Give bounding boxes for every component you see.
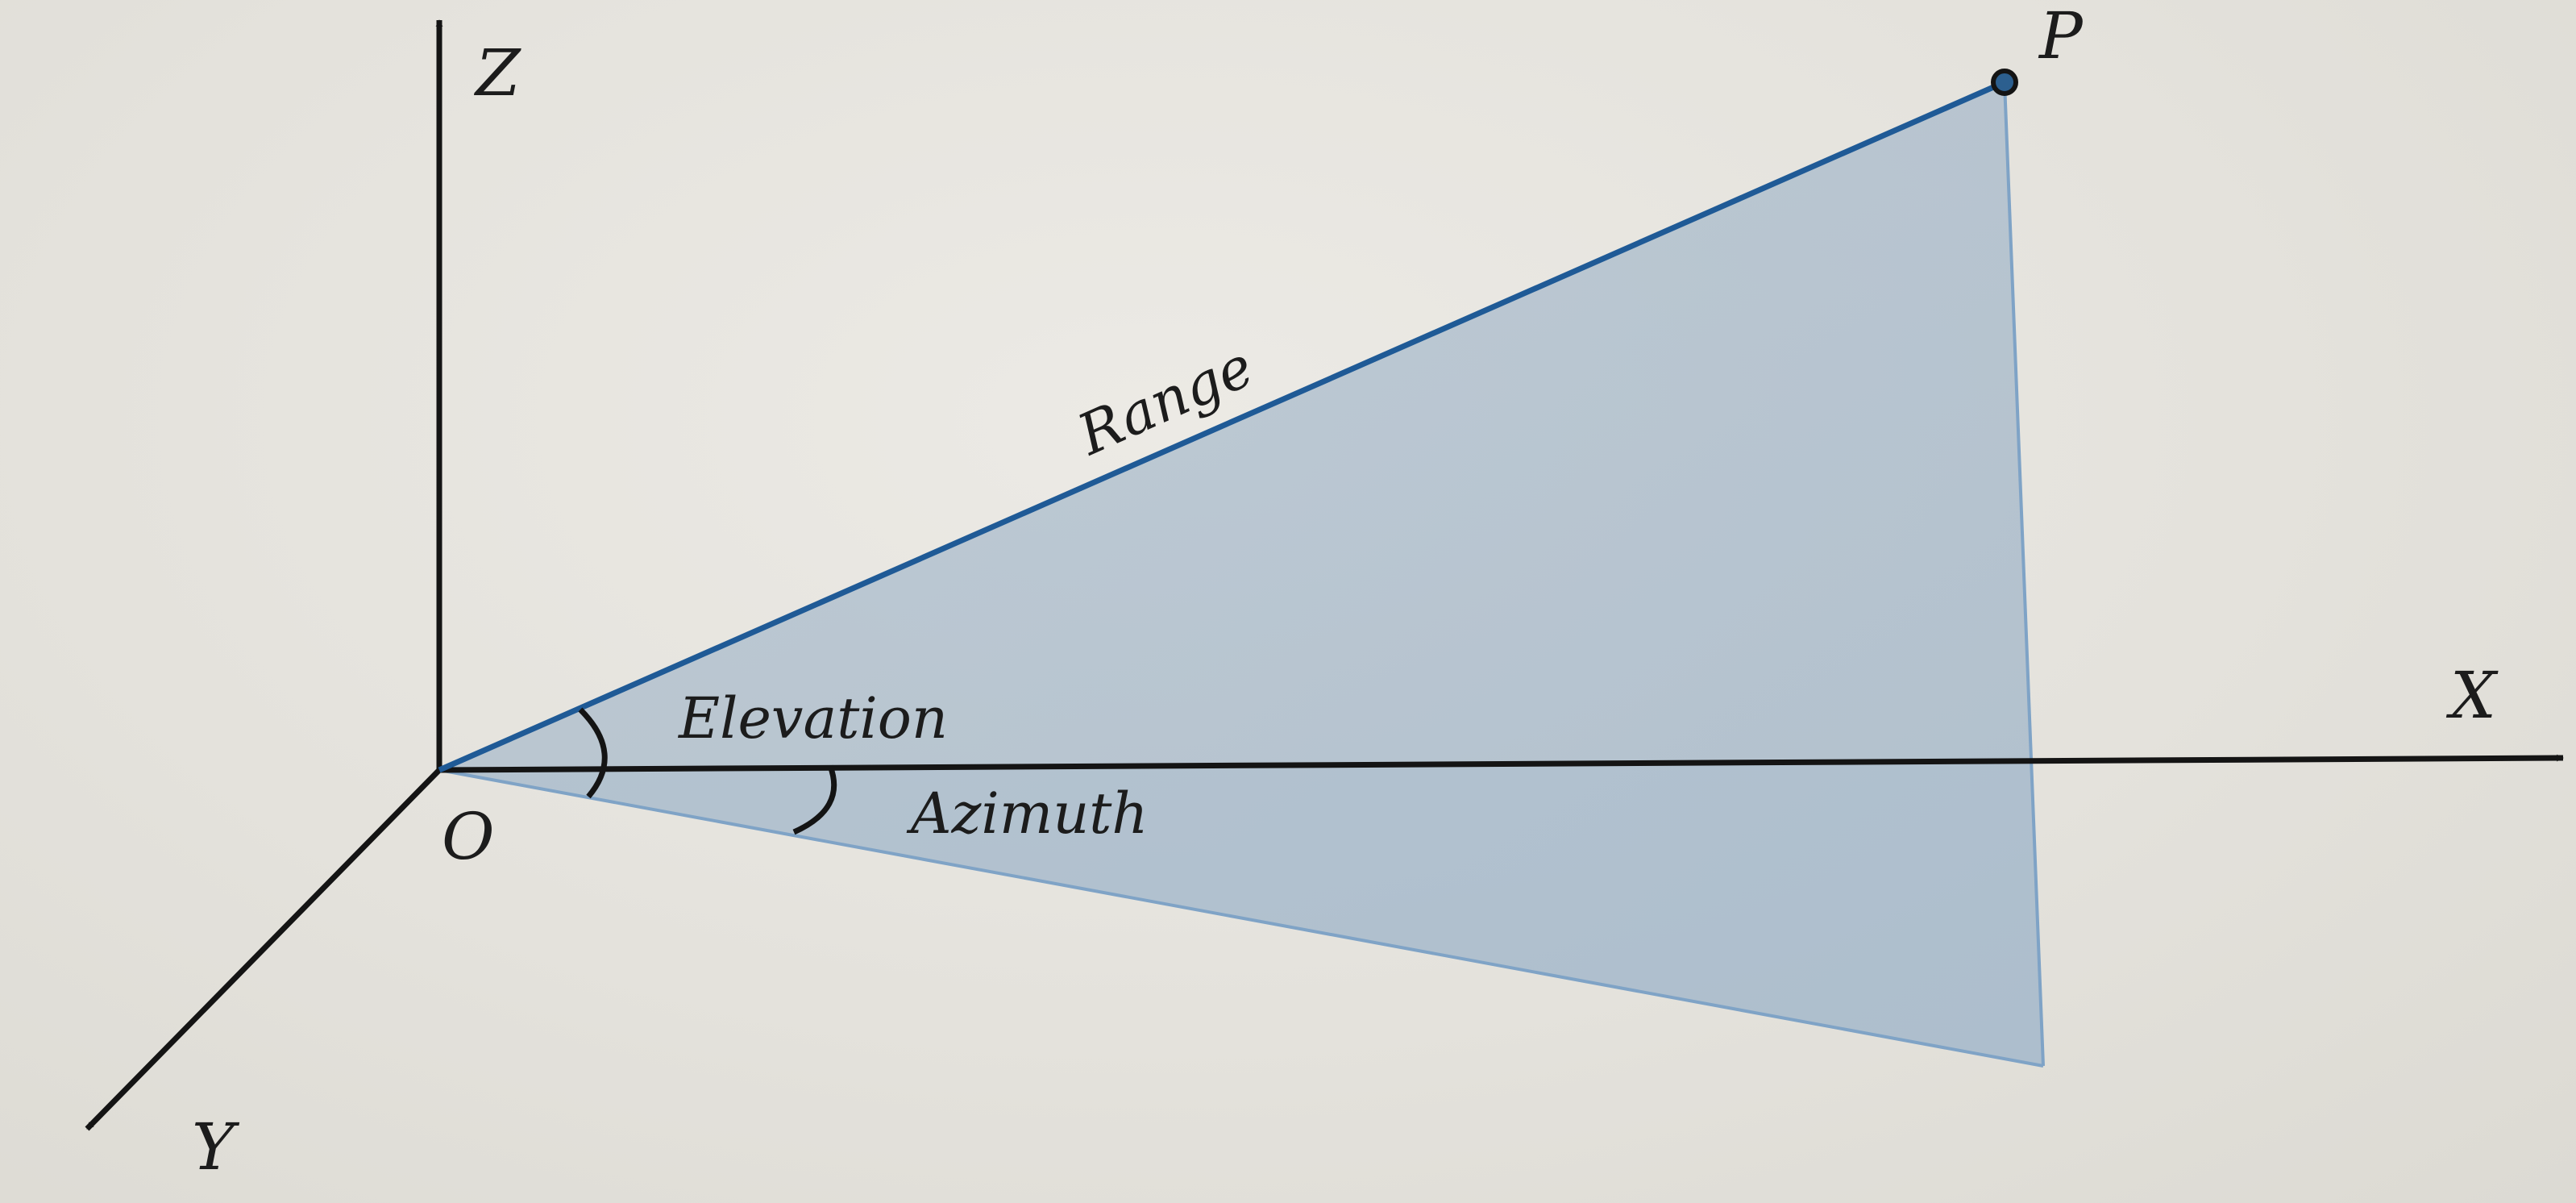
elevation-label: Elevation — [677, 685, 948, 751]
origin-label: O — [442, 799, 495, 874]
azimuth-ray — [438, 768, 2044, 1068]
azimuth-label: Azimuth — [906, 780, 1149, 847]
x-axis — [438, 754, 2564, 773]
range-line — [438, 79, 2006, 773]
point-p-label: P — [2038, 0, 2084, 73]
y-axis — [85, 768, 442, 1131]
x-axis-label: X — [2445, 658, 2499, 733]
azimuth-arc — [792, 764, 837, 835]
vertical-plane — [439, 82, 2043, 1066]
y-axis-label: Y — [192, 1109, 240, 1184]
z-axis-label: Z — [473, 35, 521, 110]
ground-projection-plane — [439, 758, 2043, 1066]
p-drop-line — [2003, 81, 2045, 1067]
elevation-arc — [578, 707, 608, 799]
point-p-marker — [1991, 69, 2018, 96]
